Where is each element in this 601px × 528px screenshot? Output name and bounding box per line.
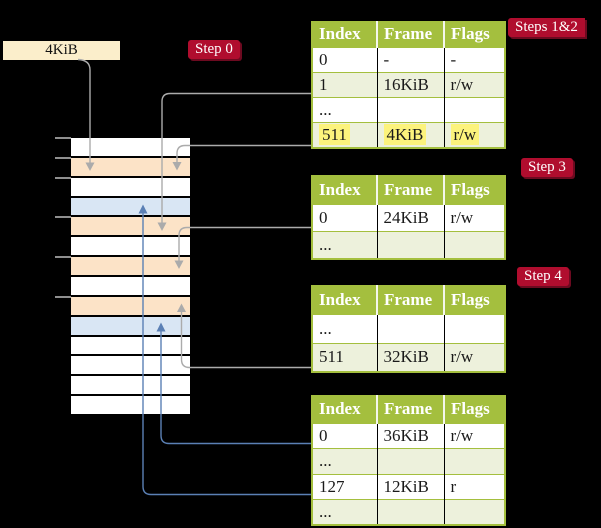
table-row-index-511: 511 4KiB r/w (312, 122, 505, 149)
memory-tick (55, 295, 71, 298)
column-header-frame: Frame (377, 176, 445, 204)
column-header-frame: Frame (377, 22, 445, 47)
table-cell (377, 499, 445, 525)
table-cell (444, 499, 505, 525)
table-cell: 511 (312, 122, 378, 149)
table-cell: ... (312, 97, 378, 123)
table-cell: 4KiB (377, 122, 445, 149)
table-cell: r/w (444, 203, 505, 232)
memory-row-1-table (71, 157, 190, 176)
memory-row-7-plain (71, 277, 190, 295)
table-cell (377, 97, 445, 123)
table-cell: 36KiB (377, 422, 445, 449)
column-header-flags: Flags (444, 176, 505, 204)
table-cell: - (377, 46, 445, 73)
highlighted-value: 511 (319, 124, 350, 146)
table-row-index-0: 0-- (312, 46, 505, 73)
table-row-index-dotdotdot: ... (312, 231, 505, 259)
highlighted-value: 4KiB (383, 124, 427, 146)
column-header-index: Index (312, 22, 378, 47)
badge-steps-1-2: Steps 1&2 (508, 18, 585, 37)
table-cell: 12KiB (377, 473, 445, 500)
table-cell: ... (312, 313, 378, 343)
table-cell (444, 97, 505, 123)
table-cell (444, 313, 505, 343)
table-cell (377, 231, 445, 259)
memory-tick (55, 256, 71, 259)
table-cell: 127 (312, 473, 378, 500)
badge-step-3: Step 3 (521, 158, 573, 177)
table-cell: 0 (312, 422, 378, 449)
table-cell: r (444, 473, 505, 500)
memory-tick (55, 176, 71, 179)
memory-tick (55, 156, 71, 159)
table-cell: 1 (312, 71, 378, 98)
table-cell: 0 (312, 46, 378, 73)
table-row-index-dotdotdot: ... (312, 97, 505, 123)
table-cell: 16KiB (377, 71, 445, 98)
column-header-index: Index (312, 286, 378, 314)
physical-memory-column (71, 138, 190, 415)
memory-row-2-plain (71, 177, 190, 196)
column-header-flags: Flags (444, 396, 505, 423)
badge-step-4: Step 4 (517, 267, 569, 286)
table-cell: 511 (312, 342, 378, 372)
memory-tick (55, 216, 71, 219)
column-header-index: Index (312, 396, 378, 423)
table-cell: r/w (444, 71, 505, 98)
table-cell: 32KiB (377, 342, 445, 372)
memory-row-12-plain (71, 376, 190, 395)
memory-row-11-plain (71, 356, 190, 375)
table-cell: ... (312, 231, 378, 259)
memory-row-5-plain (71, 237, 190, 256)
table-cell: 0 (312, 203, 378, 232)
table-cell: - (444, 46, 505, 73)
memory-row-3-page (71, 197, 190, 216)
column-header-frame: Frame (377, 286, 445, 314)
memory-row-9-page (71, 316, 190, 335)
column-header-flags: Flags (444, 286, 505, 314)
memory-row-0-plain (71, 138, 190, 156)
table-cell (377, 313, 445, 343)
table-cell: r/w (444, 342, 505, 372)
table-cell (444, 448, 505, 474)
memory-tick (55, 137, 71, 139)
memory-row-6-table (71, 257, 190, 276)
table-cell: ... (312, 499, 378, 525)
badge-step-0: Step 0 (188, 40, 240, 59)
memory-row-8-table (71, 296, 190, 315)
column-header-frame: Frame (377, 396, 445, 423)
table-cell: 24KiB (377, 203, 445, 232)
memory-row-4-table (71, 217, 190, 236)
table-cell (377, 448, 445, 474)
column-header-flags: Flags (444, 22, 505, 47)
table-cell (444, 231, 505, 259)
root-frame-address-label: 4KiB (3, 41, 120, 60)
table-row-index-dotdotdot: ... (312, 313, 505, 343)
highlighted-value: r/w (450, 124, 480, 146)
table-row-index-dotdotdot: ... (312, 448, 505, 474)
table-row-index-dotdotdot: ... (312, 499, 505, 525)
table-cell: ... (312, 448, 378, 474)
memory-row-10-plain (71, 336, 190, 355)
table-cell: r/w (444, 422, 505, 449)
table-cell: r/w (444, 122, 505, 149)
memory-row-13-plain (71, 396, 190, 415)
column-header-index: Index (312, 176, 378, 204)
